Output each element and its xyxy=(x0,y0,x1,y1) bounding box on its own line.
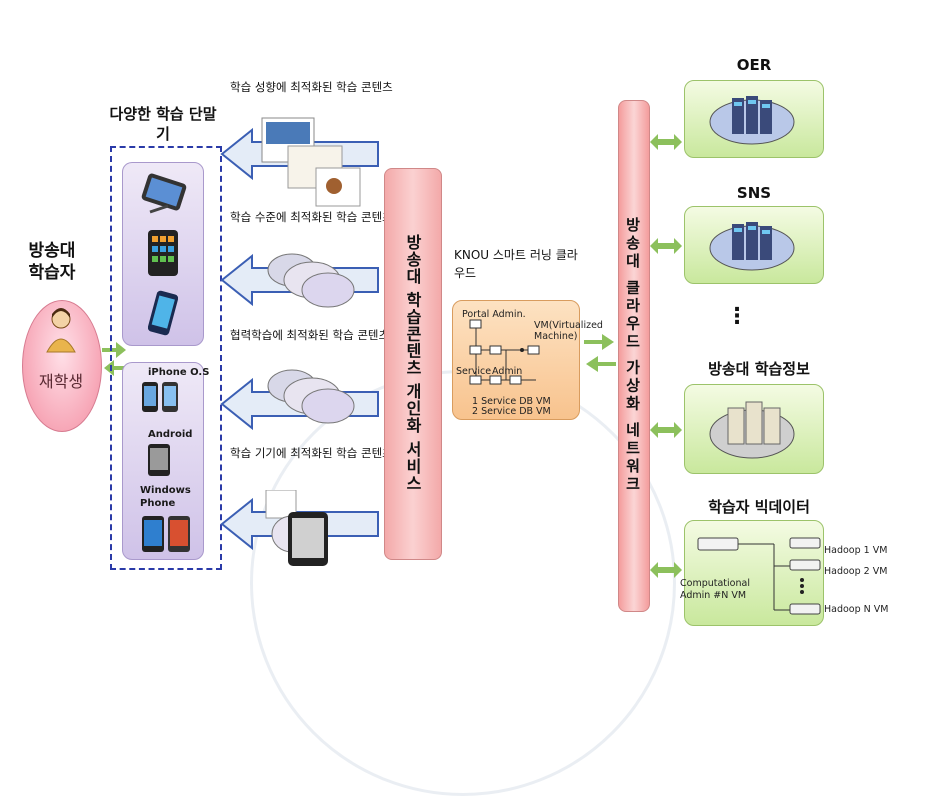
vm-network-diagram xyxy=(469,319,540,385)
content-label-3: 협력학습에 최적화된 학습 콘텐츠 xyxy=(230,328,390,342)
content-disc-2 xyxy=(267,253,355,308)
cloud-row-1: 1 Service DB VM xyxy=(472,396,551,407)
vm-label: VM(Virtualized Machine) xyxy=(534,320,603,342)
personalization-pillar xyxy=(384,168,442,560)
smartpad-icon xyxy=(148,230,178,276)
device-label-android: Android xyxy=(148,429,193,440)
personalization-service-label: 방송대 학습콘텐츠 개인화 서비스 xyxy=(403,234,422,492)
cloud-network-arrows xyxy=(584,334,616,372)
more-services-ellipsis: ⋮ xyxy=(726,304,748,329)
oer-server-icon xyxy=(709,96,795,145)
content-label-2: 학습 수준에 최적화된 학습 콘텐츠 xyxy=(230,210,393,224)
network-label: 방송대 클라우드 가상화 네트워크 xyxy=(623,216,642,494)
content-thumbnail-1 xyxy=(261,117,361,207)
smartphone-icon xyxy=(148,290,178,336)
iphone-icon xyxy=(142,382,178,412)
computational-admin-label: Computational Admin #N VM xyxy=(680,578,750,601)
hadoop-vm-1: Hadoop 1 VM xyxy=(824,545,888,556)
learning-info-server-icon xyxy=(709,401,795,459)
hadoop-vm-n: Hadoop N VM xyxy=(824,604,889,615)
tablet-icon xyxy=(141,173,187,214)
windows-phone-icon xyxy=(142,516,190,552)
devices-frame xyxy=(110,146,222,570)
device-label-windows: Windows Phone xyxy=(140,485,191,509)
content-label-1: 학습 성향에 최적화된 학습 콘텐츠 xyxy=(230,80,393,94)
content-label-4: 학습 기기에 최적화된 학습 콘텐츠 xyxy=(230,446,393,460)
big-data-title: 학습자 빅데이터 xyxy=(708,498,810,516)
network-service-arrows xyxy=(650,134,682,578)
device-label-iphone: iPhone O.S xyxy=(148,367,210,378)
sns-title: SNS xyxy=(736,184,772,202)
cloud-row-2: 2 Service DB VM xyxy=(472,406,551,417)
network-pillar-label-wrap: 방송대 클라우드 가상화 네트워크 xyxy=(618,100,648,610)
network-pillar xyxy=(618,100,650,612)
admin-label: Admin xyxy=(492,366,523,377)
student-icon xyxy=(46,308,76,353)
android-icon xyxy=(148,444,170,476)
personalization-pillar-label-wrap: 방송대 학습콘텐츠 개인화 서비스 xyxy=(384,168,440,558)
content-device-4 xyxy=(265,490,328,566)
student-label: 재학생 xyxy=(38,372,84,391)
portal-admin-label: Portal Admin. xyxy=(462,309,526,320)
content-disc-3 xyxy=(267,369,355,424)
devices-title: 다양한 학습 단말기 xyxy=(109,105,217,143)
hadoop-vm-2: Hadoop 2 VM xyxy=(824,566,888,577)
learning-info-title: 방송대 학습정보 xyxy=(708,360,810,378)
learner-title: 방송대 학습자 xyxy=(28,241,76,283)
hadoop-cluster-diagram xyxy=(697,537,821,615)
smart-cloud-title: KNOU 스마트 러닝 클라우드 xyxy=(454,248,578,280)
sns-server-icon xyxy=(709,222,795,271)
service-label: Service xyxy=(456,366,492,377)
oer-title: OER xyxy=(736,56,772,74)
